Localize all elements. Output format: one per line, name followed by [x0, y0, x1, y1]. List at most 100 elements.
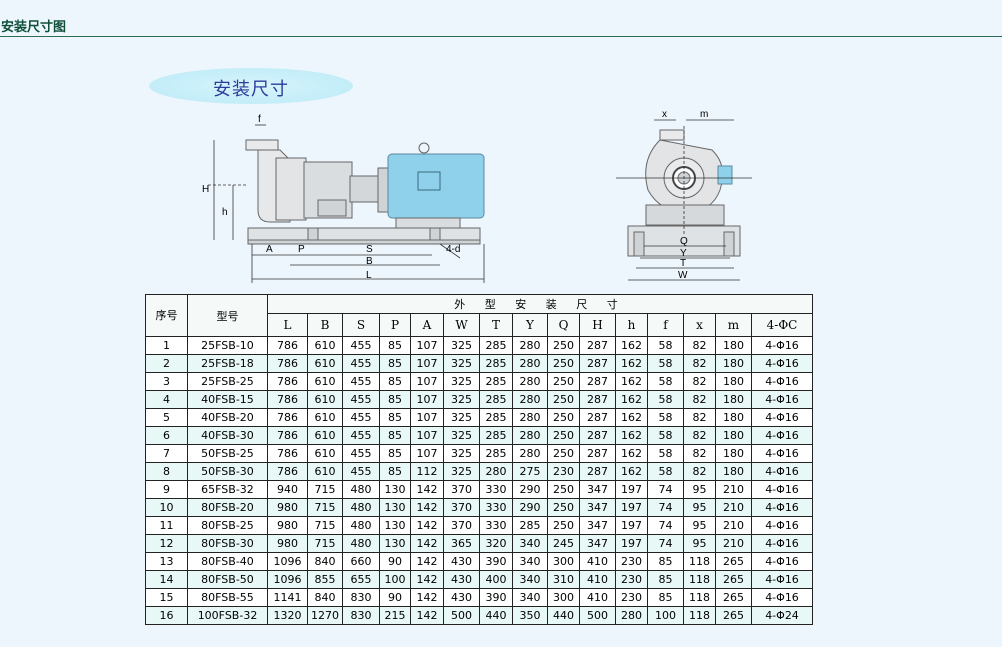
- dimension-cell: 130: [379, 498, 411, 517]
- dimension-cell: 786: [267, 354, 308, 373]
- dimension-cell: 58: [647, 462, 684, 481]
- dimension-cell: 4-Φ16: [751, 534, 813, 553]
- dimension-cell: 118: [683, 552, 716, 571]
- dimension-cell: 430: [443, 552, 480, 571]
- dimension-cell: 300: [547, 588, 580, 607]
- dim-label-4d: 4-d: [446, 244, 460, 255]
- dimension-cell: 197: [615, 516, 648, 535]
- dimension-cell: 455: [342, 408, 380, 427]
- dimension-cell: 107: [410, 336, 444, 355]
- dimension-cell: 285: [479, 408, 513, 427]
- dimension-cell: 280: [512, 408, 548, 427]
- dimension-cell: 500: [579, 606, 616, 625]
- dimension-cell: 4-Φ16: [751, 552, 813, 571]
- row-number-cell: 8: [145, 462, 188, 481]
- dimension-cell: 85: [379, 444, 411, 463]
- dimension-cell: 275: [512, 462, 548, 481]
- model-cell: 25FSB-10: [187, 336, 268, 355]
- dimension-cell: 287: [579, 408, 616, 427]
- dimension-cell: 390: [479, 588, 513, 607]
- dimension-cell: 197: [615, 534, 648, 553]
- dimension-cell: 162: [615, 408, 648, 427]
- dimension-cell: 180: [715, 408, 752, 427]
- dimension-cell: 855: [307, 570, 343, 589]
- dimension-cell: 610: [307, 336, 343, 355]
- dimension-cell: 610: [307, 444, 343, 463]
- column-header: Q: [547, 313, 580, 337]
- dimension-cell: 82: [683, 462, 716, 481]
- dimension-cell: 4-Φ24: [751, 606, 813, 625]
- column-header: 4-ΦC: [751, 313, 813, 337]
- dimension-cell: 107: [410, 390, 444, 409]
- dimension-cell: 390: [479, 552, 513, 571]
- dimension-cell: 370: [443, 516, 480, 535]
- motor-body: [387, 153, 485, 219]
- dimension-cell: 85: [647, 588, 684, 607]
- dimension-cell: 1320: [267, 606, 308, 625]
- dimension-cell: 285: [479, 372, 513, 391]
- column-header: B: [307, 313, 343, 337]
- dimension-cell: 280: [615, 606, 648, 625]
- dimension-cell: 347: [579, 480, 616, 499]
- column-header: f: [647, 313, 684, 337]
- dimension-cell: 4-Φ16: [751, 426, 813, 445]
- dimension-cell: 480: [342, 480, 380, 499]
- dimension-cell: 840: [307, 588, 343, 607]
- dimension-cell: 250: [547, 354, 580, 373]
- dimension-cell: 4-Φ16: [751, 390, 813, 409]
- dimension-cell: 100: [647, 606, 684, 625]
- dimension-cell: 325: [443, 444, 480, 463]
- dim-label-f: f: [258, 114, 261, 125]
- dimension-cell: 980: [267, 534, 308, 553]
- dimension-cell: 142: [410, 480, 444, 499]
- installation-diagram: f H h A P S B L 4-d x m Q Y T W: [202, 109, 752, 283]
- dimension-cell: 655: [342, 570, 380, 589]
- column-header: T: [479, 313, 513, 337]
- dimension-cell: 330: [479, 516, 513, 535]
- dimension-cell: 107: [410, 408, 444, 427]
- dimension-cell: 250: [547, 390, 580, 409]
- model-cell: 80FSB-30: [187, 534, 268, 553]
- dimension-cell: 290: [512, 498, 548, 517]
- dimension-cell: 85: [379, 426, 411, 445]
- dimension-cell: 90: [379, 552, 411, 571]
- dimension-cell: 455: [342, 444, 380, 463]
- dimension-cell: 347: [579, 498, 616, 517]
- row-number-cell: 5: [145, 408, 188, 427]
- dimension-cell: 142: [410, 570, 444, 589]
- dimension-cell: 786: [267, 426, 308, 445]
- dimension-cell: 1096: [267, 570, 308, 589]
- dimension-cell: 4-Φ16: [751, 372, 813, 391]
- dimension-cell: 180: [715, 444, 752, 463]
- row-number-cell: 6: [145, 426, 188, 445]
- dimension-cell: 85: [647, 570, 684, 589]
- dimension-cell: 74: [647, 534, 684, 553]
- dimension-cell: 162: [615, 462, 648, 481]
- dimension-cell: 830: [342, 588, 380, 607]
- dimension-cell: 786: [267, 444, 308, 463]
- front-motor-box: [717, 165, 733, 185]
- dimension-cell: 786: [267, 390, 308, 409]
- dimension-cell: 480: [342, 498, 380, 517]
- dimension-cell: 4-Φ16: [751, 354, 813, 373]
- column-header: H: [579, 313, 616, 337]
- dimension-cell: 455: [342, 462, 380, 481]
- column-header: x: [683, 313, 716, 337]
- dimension-cell: 290: [512, 480, 548, 499]
- dimension-cell: 162: [615, 426, 648, 445]
- dimension-cell: 112: [410, 462, 444, 481]
- dimension-cell: 85: [379, 336, 411, 355]
- dimension-cell: 285: [479, 426, 513, 445]
- dimension-cell: 280: [512, 372, 548, 391]
- dimension-cell: 347: [579, 516, 616, 535]
- dim-label-W: W: [678, 270, 688, 281]
- model-cell: 80FSB-25: [187, 516, 268, 535]
- dimension-cell: 325: [443, 408, 480, 427]
- model-cell: 80FSB-20: [187, 498, 268, 517]
- dimension-cell: 82: [683, 336, 716, 355]
- dimension-cell: 82: [683, 408, 716, 427]
